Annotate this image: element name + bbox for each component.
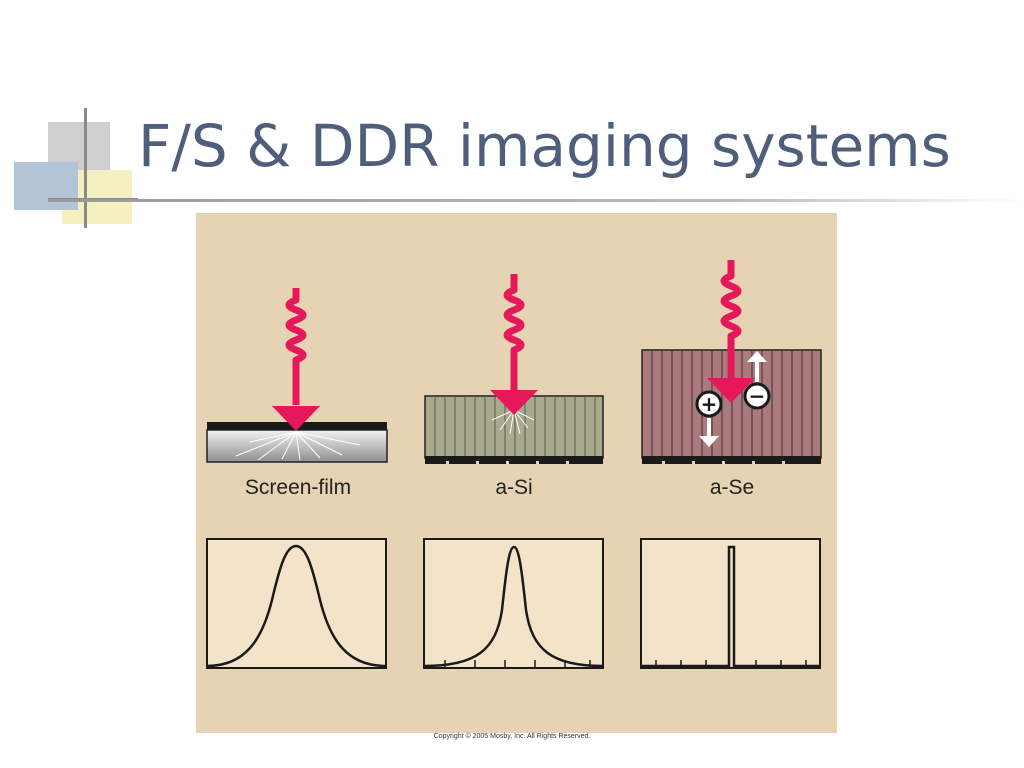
detector-label-a-si: a-Si — [495, 476, 532, 499]
xray-arrow-icon — [490, 274, 538, 415]
minus-charge-symbol: − — [749, 384, 766, 408]
profile-screen-film — [206, 538, 387, 669]
plus-charge-symbol: + — [701, 392, 718, 416]
slide-title: F/S & DDR imaging systems — [138, 112, 951, 180]
up-arrow-icon — [747, 351, 767, 382]
title-underline — [48, 199, 1024, 202]
corner-decoration — [14, 108, 138, 228]
xray-arrow-icon — [272, 288, 320, 431]
detector-label-a-se: a-Se — [710, 476, 754, 499]
detector-comparison-figure: Screen-film a-Si — [196, 213, 837, 733]
profile-a-si — [423, 538, 604, 669]
profile-a-se — [640, 538, 821, 669]
minus-charge-icon: − — [743, 382, 771, 410]
detector-label-screen-film: Screen-film — [245, 476, 351, 499]
down-arrow-icon — [699, 418, 719, 447]
xray-arrow-icon — [707, 260, 755, 403]
plus-charge-icon: + — [695, 390, 723, 418]
light-spread-lines — [235, 431, 361, 461]
copyright-notice: Copyright © 2005 Mosby, Inc. All Rights … — [433, 733, 591, 740]
